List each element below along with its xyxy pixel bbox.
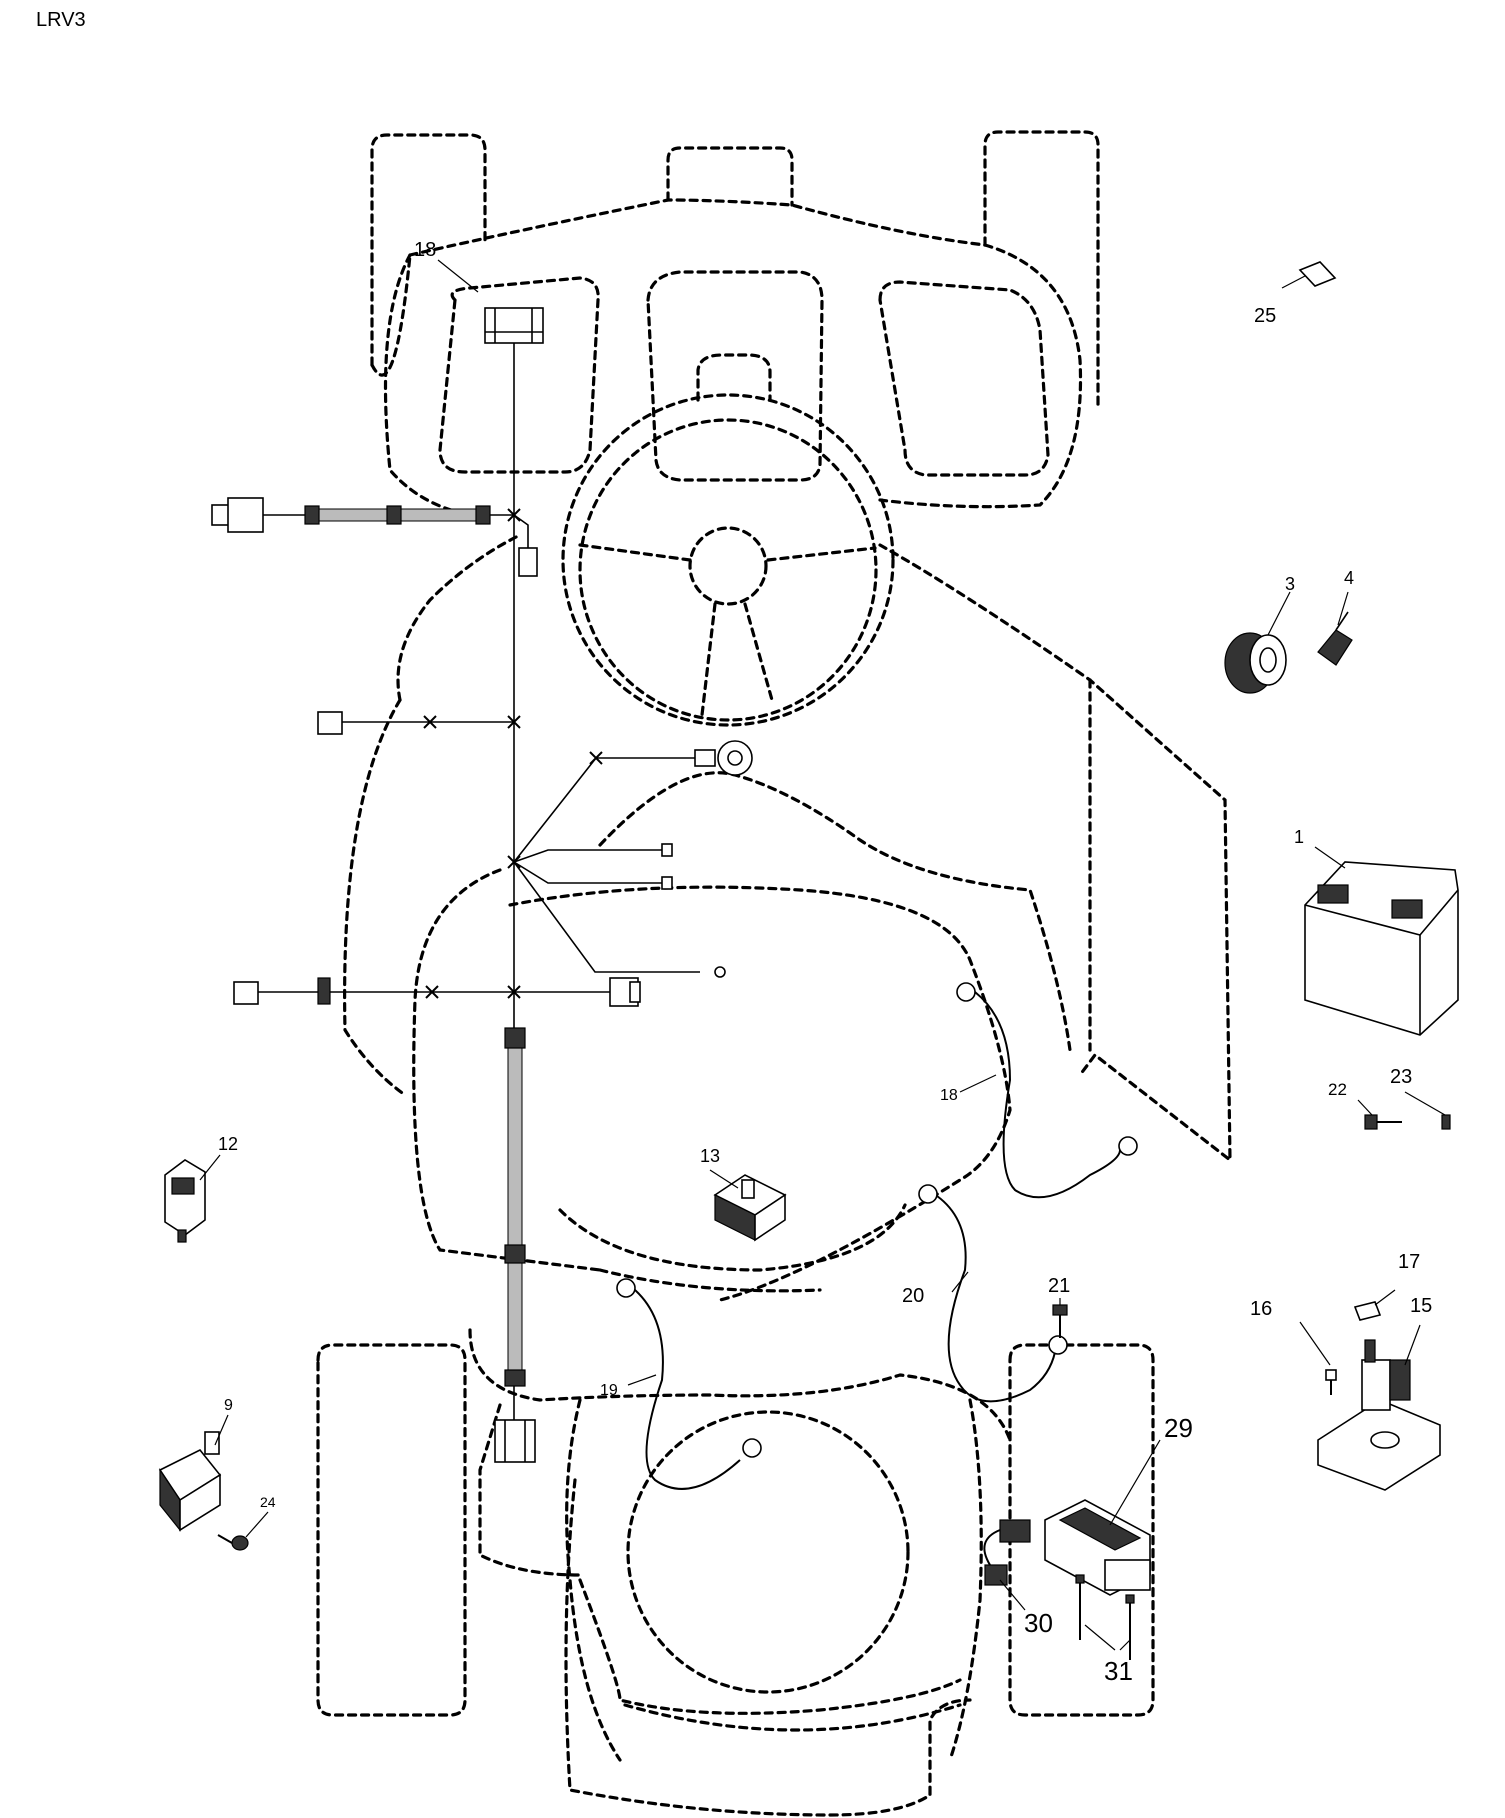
bolt-16-icon bbox=[1325, 1369, 1337, 1395]
callout-10: 12 bbox=[218, 1134, 238, 1154]
connector-30-icon bbox=[983, 1519, 1031, 1586]
harness-branch-small-connectors bbox=[513, 843, 673, 890]
model-code: LRV3 bbox=[36, 9, 86, 31]
harness-branch-left-lower bbox=[233, 977, 540, 1005]
callout-16: 16 bbox=[1250, 1298, 1272, 1320]
callout-19: 19 bbox=[600, 1382, 618, 1399]
callout-9: 9 bbox=[224, 1397, 233, 1414]
harness-branch-right-lower bbox=[513, 861, 726, 1007]
callout-31: 31 bbox=[1104, 1656, 1133, 1686]
cable-19 bbox=[616, 1278, 762, 1490]
ignition-switch-icon bbox=[1224, 632, 1287, 694]
callout-29: 29 bbox=[1164, 1413, 1193, 1443]
callout-23: 23 bbox=[1390, 1066, 1412, 1088]
bolt-21-icon bbox=[1052, 1304, 1068, 1338]
harness-branch-ground bbox=[513, 740, 753, 863]
callout-15: 15 bbox=[1410, 1295, 1432, 1317]
harness-connector-13 bbox=[484, 307, 544, 344]
callout-21: 21 bbox=[1048, 1275, 1070, 1297]
screw-icon bbox=[217, 1534, 249, 1551]
bolt-icon bbox=[1364, 1114, 1402, 1130]
switch-10-icon bbox=[164, 1159, 206, 1243]
callout-1: 1 bbox=[1294, 827, 1304, 847]
callout-30: 30 bbox=[1024, 1608, 1053, 1638]
callout-18: 18 bbox=[940, 1087, 958, 1104]
callout-22: 22 bbox=[1328, 1080, 1347, 1099]
callout-24: 24 bbox=[260, 1494, 276, 1510]
tractor-outline bbox=[316, 130, 1232, 1817]
callout-numbers: 18 25 3 4 1 22 23 18 12 13 21 17 16 15 2… bbox=[218, 239, 1432, 1686]
nut-icon bbox=[1441, 1114, 1451, 1130]
wiring-harness bbox=[211, 307, 753, 1463]
cable-20 bbox=[918, 1184, 1068, 1403]
callout-25: 25 bbox=[1254, 305, 1276, 327]
relay-12-icon bbox=[713, 1174, 787, 1242]
callout-12: 13 bbox=[700, 1146, 720, 1166]
harness-branch-left-mid bbox=[317, 711, 514, 735]
callout-leaders bbox=[199, 259, 1446, 1651]
callout-3: 3 bbox=[1285, 574, 1295, 594]
callout-20: 20 bbox=[902, 1285, 924, 1307]
splice-markers bbox=[423, 508, 603, 999]
cable-18 bbox=[956, 982, 1138, 1199]
screws-31-icon bbox=[1075, 1574, 1135, 1660]
switch-9-icon bbox=[158, 1431, 222, 1532]
callout-17: 17 bbox=[1398, 1251, 1420, 1273]
callout-4: 4 bbox=[1344, 568, 1354, 588]
harness-sleeve-lower bbox=[494, 1027, 536, 1463]
fuse-icon bbox=[1298, 261, 1337, 287]
harness-branch-left-top bbox=[211, 497, 538, 577]
module-29-icon bbox=[1044, 1499, 1151, 1596]
key-icon bbox=[1317, 611, 1353, 666]
battery-icon bbox=[1304, 861, 1459, 1036]
solenoid-icon bbox=[1317, 1301, 1441, 1491]
callout-13: 18 bbox=[414, 239, 436, 261]
